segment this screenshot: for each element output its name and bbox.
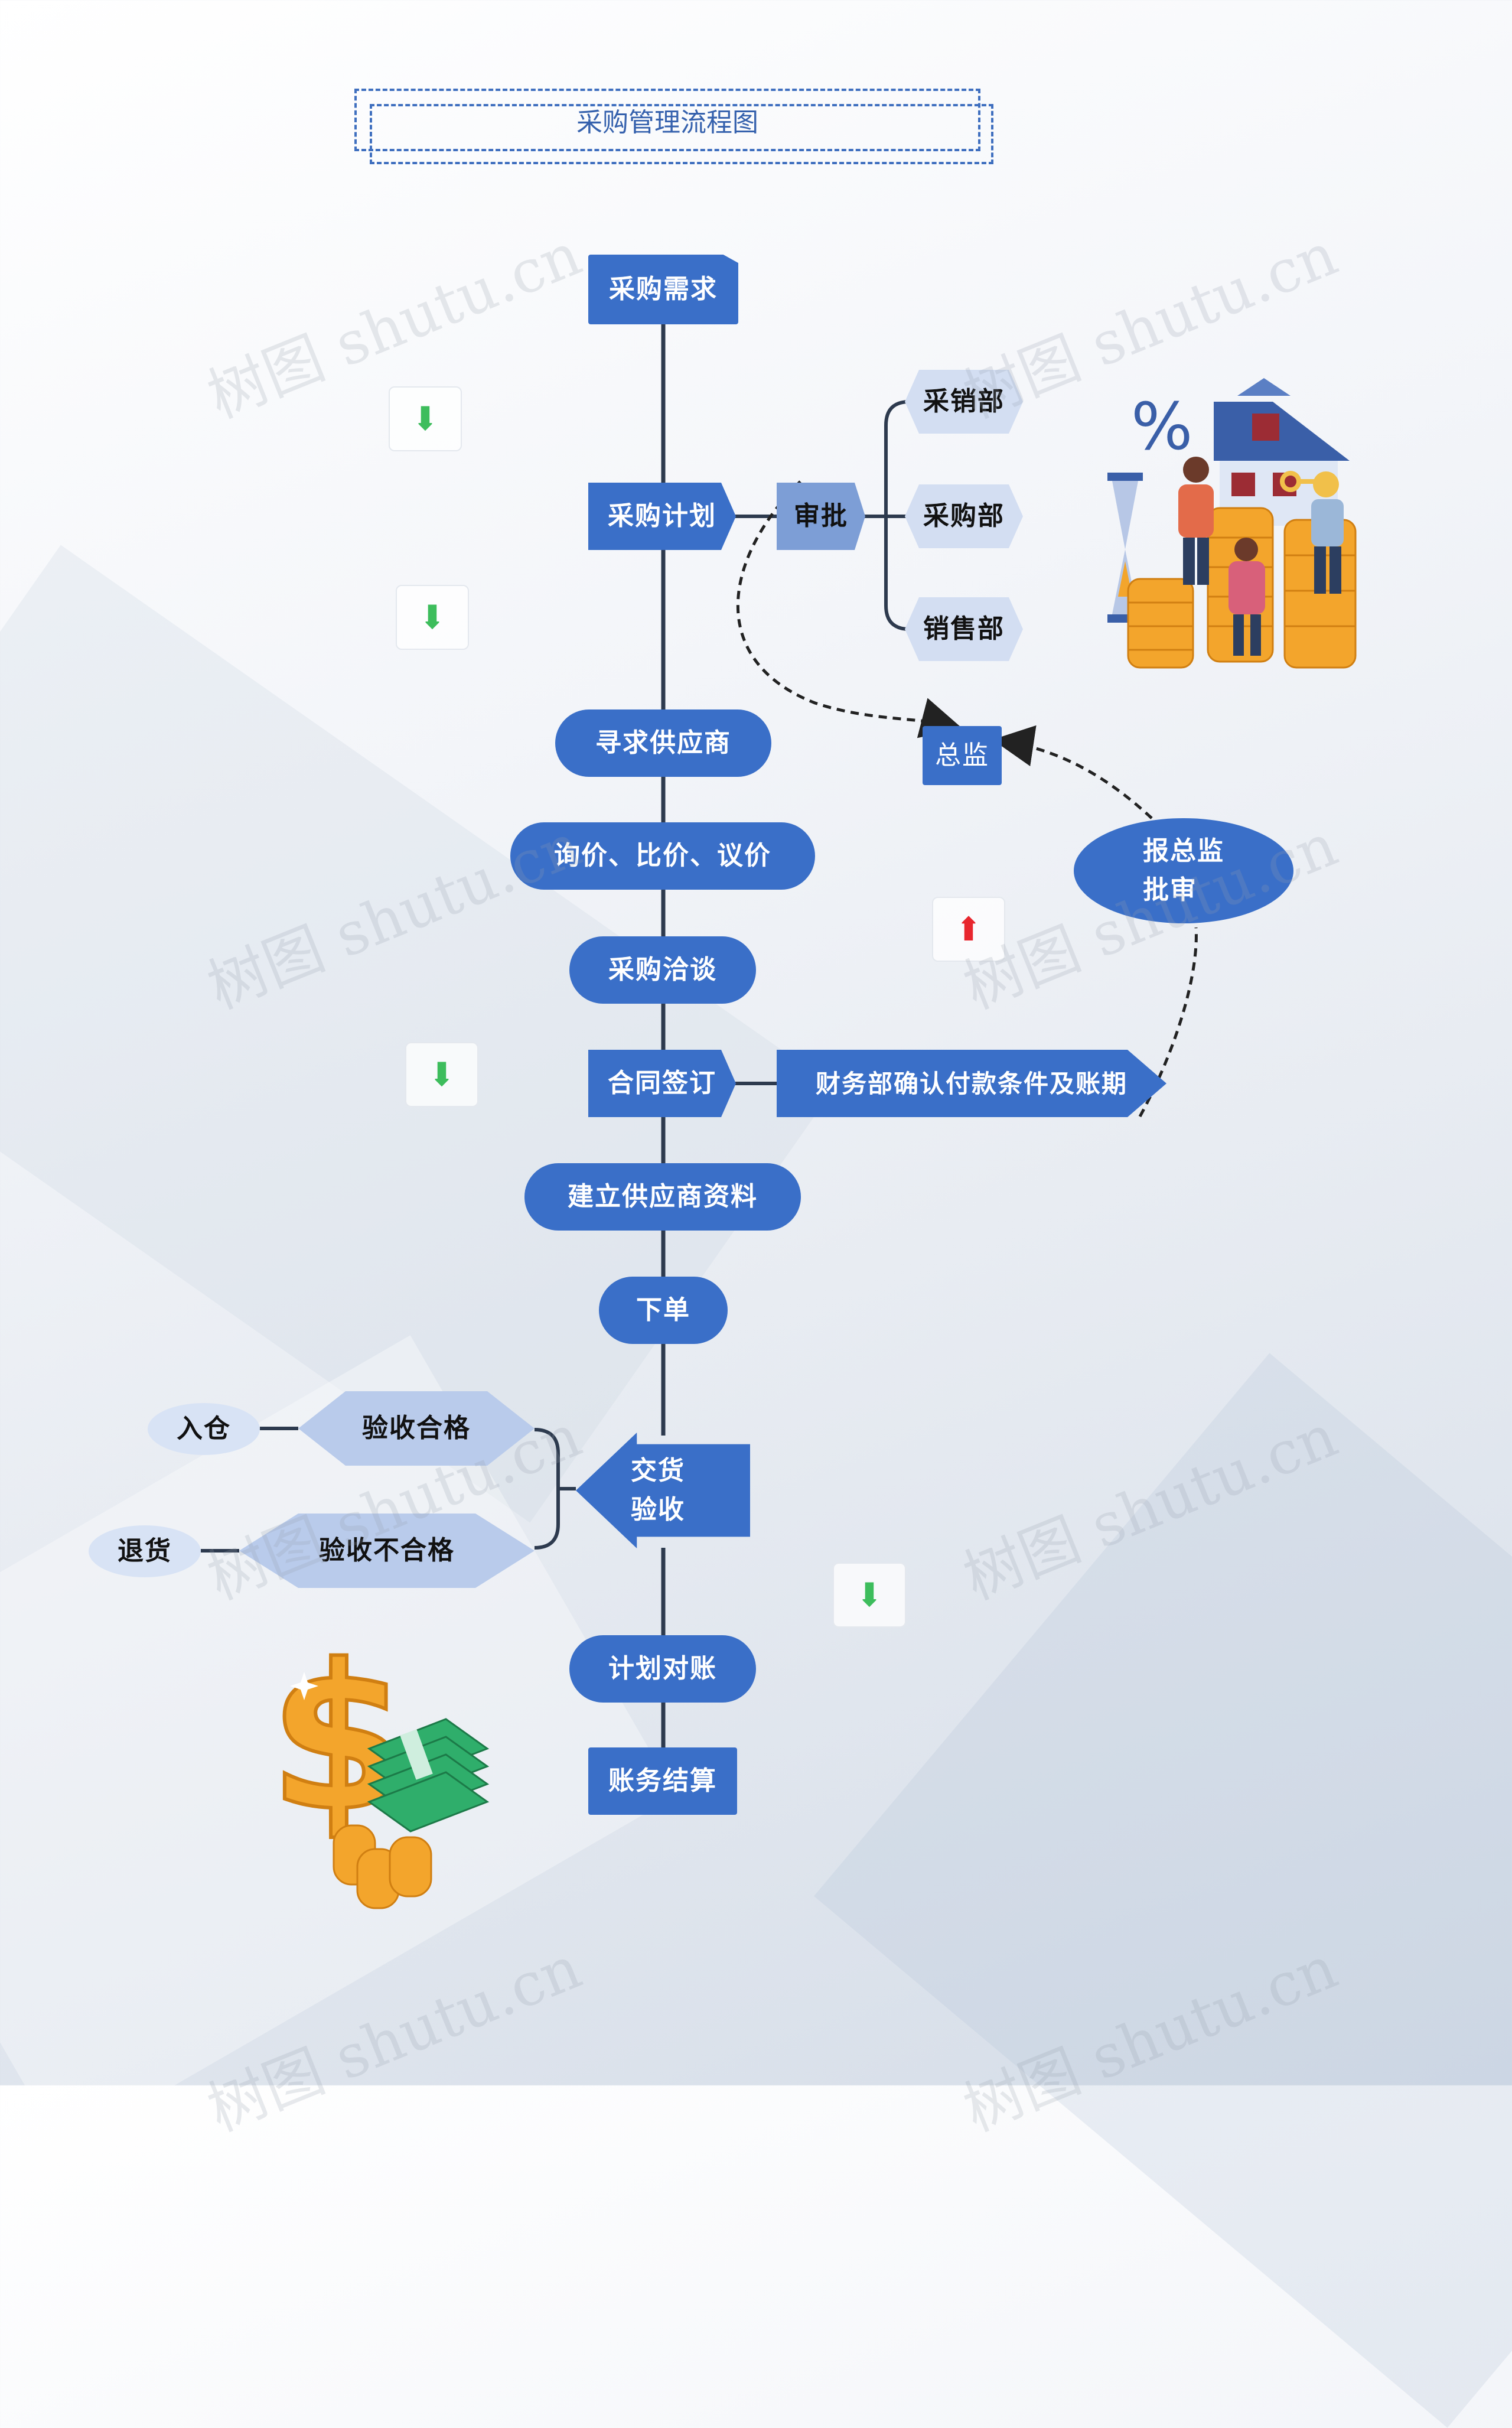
page-title: 采购管理流程图 [576,108,758,138]
node-settlement[interactable]: 账务结算 [588,1747,737,1815]
node-negotiation-label: 采购洽谈 [608,955,717,985]
down-arrow-icon: ⬇ [396,585,469,650]
inspection-return[interactable]: 退货 [89,1525,201,1577]
node-supplier-info-label: 建立供应商资料 [568,1182,758,1212]
node-negotiation[interactable]: 采购洽谈 [569,936,756,1004]
down-arrow-icon-glyph: ⬇ [428,1055,456,1094]
node-reconcile-label: 计划对账 [608,1654,717,1684]
report-to-director-curve [992,725,1153,819]
down-arrow-icon-glyph: ⬇ [855,1576,884,1615]
node-director[interactable]: 总监 [923,726,1002,785]
title-box: 采购管理流程图 [354,89,993,164]
node-order-label: 下单 [636,1295,690,1325]
node-reconcile[interactable]: 计划对账 [569,1635,756,1703]
node-plan-label: 采购计划 [608,501,716,531]
node-delivery-line1: 交货 [631,1456,685,1486]
node-order[interactable]: 下单 [599,1277,728,1344]
node-seek-supplier-label: 寻求供应商 [595,728,731,758]
inspection-bracket [534,1428,576,1550]
inspection-pass-label: 验收合格 [362,1413,471,1443]
dept-procurement-label: 采购部 [923,501,1005,531]
connector-lines [201,322,1198,1784]
node-approve-label: 审批 [794,501,848,531]
inspection-return-label: 退货 [118,1536,172,1566]
down-arrow-icon: ⬇ [389,386,462,451]
inspection-fail-label: 验收不合格 [319,1535,455,1565]
departments-bracket [863,400,910,631]
node-finance[interactable]: 财务部确认付款条件及账期 [777,1050,1166,1117]
node-plan[interactable]: 采购计划 [588,483,736,550]
node-report-line2: 批审 [1143,875,1197,905]
dept-sales-procurement-label: 采销部 [923,386,1005,416]
down-arrow-icon-glyph: ⬇ [418,598,447,637]
node-supplier-info[interactable]: 建立供应商资料 [524,1163,801,1231]
inspection-store-label: 入仓 [177,1414,231,1444]
down-arrow-icon: ⬇ [405,1042,478,1107]
node-demand-label: 采购需求 [609,274,718,304]
node-delivery-line2: 验收 [631,1495,685,1525]
node-director-label: 总监 [935,740,989,770]
svg-text:%: % [1131,389,1193,464]
down-arrow-icon-glyph: ⬇ [411,399,439,438]
money-illustration: $ [269,1648,490,1909]
node-report-director-text: 报总监 批审 [1143,832,1224,910]
node-report-line1: 报总监 [1143,836,1224,866]
node-settlement-label: 账务结算 [608,1766,717,1796]
node-finance-label: 财务部确认付款条件及账期 [815,1069,1128,1098]
node-approve[interactable]: 审批 [777,483,865,550]
dept-procurement[interactable]: 采购部 [905,484,1023,548]
node-inquiry-label: 询价、比价、议价 [554,841,771,871]
node-seek-supplier[interactable]: 寻求供应商 [555,709,771,777]
node-report-director[interactable]: 报总监 批审 [1074,818,1293,923]
dept-sales-procurement[interactable]: 采销部 [905,370,1023,434]
node-contract[interactable]: 合同签订 [588,1050,736,1117]
inspection-fail[interactable]: 验收不合格 [239,1514,535,1588]
up-arrow-icon: ⬆ [932,897,1005,962]
node-inquiry[interactable]: 询价、比价、议价 [510,822,815,890]
flowchart-canvas: 采购管理流程图 采购需求 采购计划 寻求供应商 询价、比价、议价 采购洽谈 合同… [89,89,1357,2144]
inspection-store[interactable]: 入仓 [148,1403,260,1455]
inspection-pass[interactable]: 验收合格 [298,1391,535,1466]
up-arrow-icon-glyph: ⬆ [954,910,983,949]
node-contract-label: 合同签订 [608,1068,716,1098]
down-arrow-icon: ⬇ [833,1563,906,1628]
finance-house-illustration: % [1107,378,1357,669]
dept-sales[interactable]: 销售部 [905,597,1023,661]
node-delivery-text: 交货 验收 [631,1451,685,1529]
dept-sales-label: 销售部 [923,614,1005,644]
node-demand[interactable]: 采购需求 [588,255,738,324]
